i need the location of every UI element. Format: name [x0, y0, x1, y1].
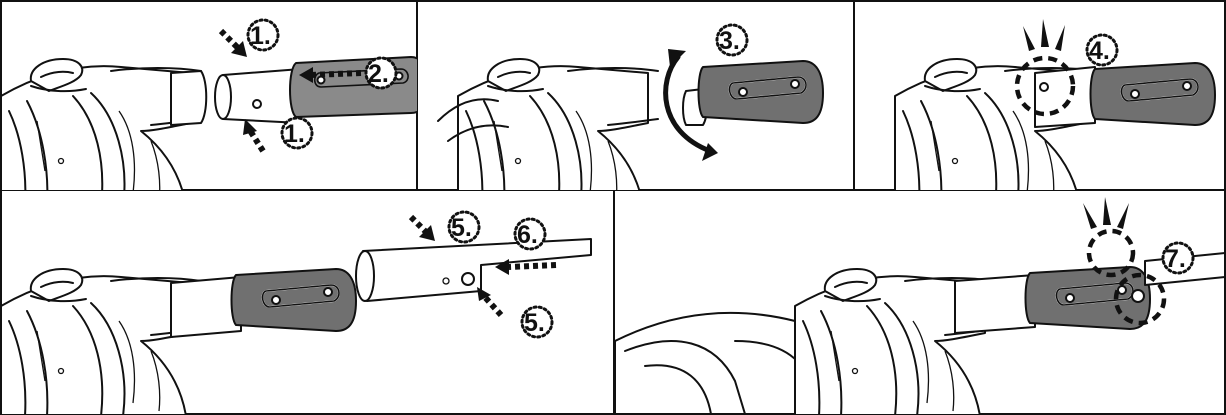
step-label-6: 6.	[517, 221, 538, 249]
step-label-7: 7.	[1165, 245, 1186, 273]
step-label-5b: 5.	[524, 309, 545, 337]
step-label-1a: 1.	[250, 22, 271, 50]
step-label-5a: 5.	[451, 214, 472, 242]
panel-4: 4.	[894, 19, 1216, 190]
panel-7: 7.	[615, 197, 1225, 414]
dashed-arrow-icon	[246, 127, 266, 153]
panel-3: 3.	[437, 23, 824, 190]
step-label-1b: 1.	[284, 120, 305, 148]
panel-1-2: 1. 2. 1.	[1, 18, 417, 190]
step-label-2: 2.	[368, 60, 389, 88]
step-label-3: 3.	[719, 27, 740, 55]
panel-5-6: 5. 6. 5.	[1, 210, 592, 414]
dashed-arrow-icon	[218, 28, 242, 52]
step-label-4: 4.	[1089, 37, 1110, 65]
